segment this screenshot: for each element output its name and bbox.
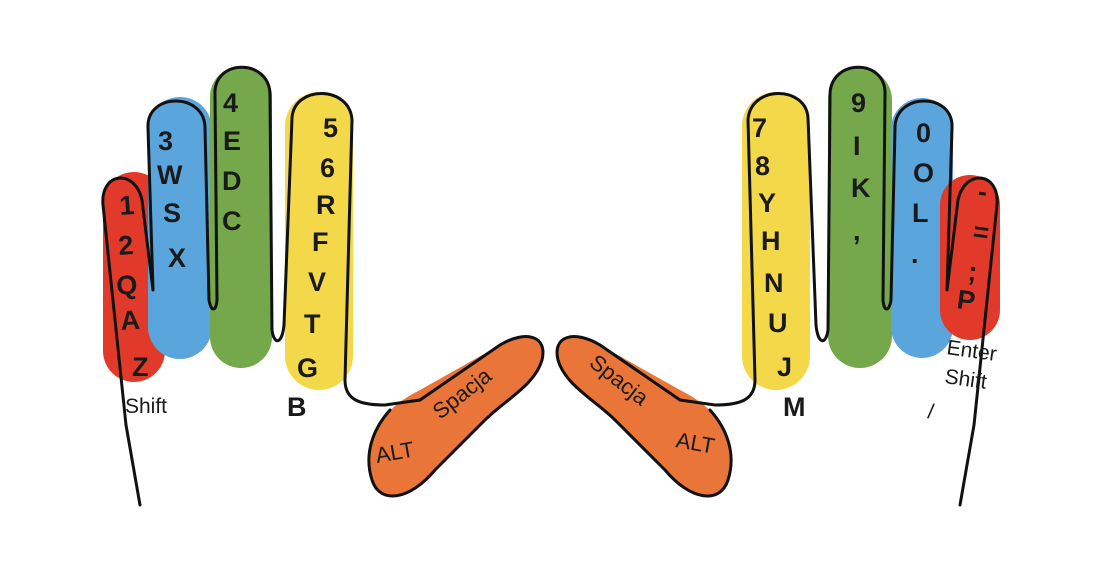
left-ring-key-4: X: [168, 243, 186, 273]
right-middle-key-4: ,: [853, 216, 861, 246]
right-slash-label: /: [926, 400, 935, 424]
right-m-label: M: [783, 392, 806, 422]
left-thumb: [369, 337, 543, 496]
right-ring-key-1: 0: [916, 118, 931, 148]
left-middle-key-1: 4: [223, 88, 238, 118]
right-enter-label: Enter: [945, 336, 998, 366]
right-ring-key-3: L: [912, 198, 929, 228]
left-ring-key-3: S: [163, 198, 181, 228]
left-index-key-5: V: [308, 267, 326, 297]
left-ring-key-1: 3: [158, 126, 173, 156]
left-shift-label: Shift: [125, 395, 167, 418]
left-hand: 1 2 Q A Z Shift 3 W S X 4 E D C 5 6 R F …: [103, 66, 543, 505]
right-index-key-2: 8: [755, 151, 770, 181]
right-ring-key-2: O: [913, 158, 934, 188]
left-index-key-2: 6: [320, 153, 335, 183]
left-pinky-key-2: 2: [117, 230, 134, 261]
left-b-label: B: [287, 392, 307, 422]
left-pinky-key-5: Z: [132, 352, 149, 382]
left-pinky-key-1: 1: [118, 190, 135, 221]
left-pinky-key-4: A: [119, 305, 141, 336]
left-middle-key-4: C: [222, 206, 242, 236]
right-index-key-1: 7: [752, 113, 767, 143]
left-index-key-1: 5: [323, 113, 338, 143]
left-ring-key-2: W: [157, 160, 183, 190]
left-index-key-4: F: [312, 227, 329, 257]
right-hand: Spacja ALT 7 8 Y H N U J M 9 I K , 0 O L…: [557, 67, 1000, 505]
left-pinky-key-3: Q: [115, 270, 138, 301]
right-thumb: [557, 337, 731, 496]
left-middle-key-3: D: [222, 166, 242, 196]
left-index-key-7: G: [297, 353, 318, 383]
right-index-key-6: U: [768, 308, 788, 338]
right-shift-label: Shift: [943, 365, 988, 394]
right-index-key-7: J: [777, 352, 792, 382]
right-middle-key-3: K: [851, 173, 871, 203]
left-index-key-6: T: [304, 309, 321, 339]
right-index-key-4: H: [761, 226, 781, 256]
right-middle-key-2: I: [853, 131, 861, 161]
right-middle-key-1: 9: [851, 88, 866, 118]
right-index-key-3: Y: [758, 188, 776, 218]
left-index-key-3: R: [316, 190, 336, 220]
left-middle-key-2: E: [223, 126, 241, 156]
right-index-key-5: N: [764, 268, 784, 298]
right-ring-key-4: .: [911, 239, 919, 269]
